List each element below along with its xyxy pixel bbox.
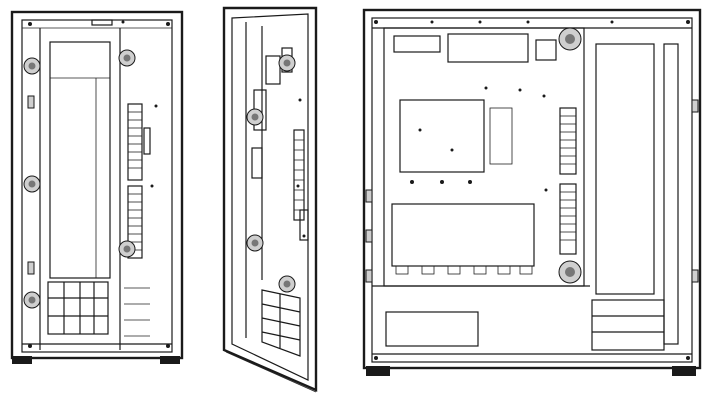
front-connector-strip-bottom — [559, 183, 577, 255]
side-drive-cage — [261, 289, 301, 357]
drive-cage — [47, 281, 109, 335]
fan-mount-marker-icon — [23, 57, 41, 75]
screw-hole-icon — [374, 20, 690, 360]
fan-mount-marker-icon — [118, 240, 136, 258]
foot-right — [672, 366, 696, 376]
rear-inner-frame — [21, 19, 173, 353]
fan-mount-marker-icon — [118, 49, 136, 67]
front-frame — [362, 8, 702, 370]
fan-mount-marker-icon — [246, 108, 264, 126]
front-vertical-slot — [595, 43, 655, 295]
connector-strip-top — [127, 103, 143, 181]
open-side-view — [222, 6, 318, 393]
fan-mount-marker-icon — [246, 234, 264, 252]
front-side-view — [362, 8, 702, 376]
screw-hole-icon — [28, 20, 170, 348]
fan-mount-marker-icon — [278, 54, 296, 72]
side-frame — [222, 6, 318, 392]
drive-bay — [591, 299, 665, 351]
foot-left — [366, 366, 390, 376]
fan-mount-marker-icon — [558, 27, 582, 51]
fan-mount-marker-icon — [278, 275, 296, 293]
rear-frame — [10, 10, 184, 360]
front-connector-strip-top — [559, 107, 577, 175]
rear-view — [10, 10, 184, 364]
expansion-window — [49, 41, 111, 279]
foot-left — [12, 356, 32, 364]
cpu-cutout — [399, 99, 485, 173]
foot-right — [160, 356, 180, 364]
psu-shroud-window — [385, 311, 479, 347]
screw-hole-icon — [296, 98, 306, 238]
connector-strip-bottom — [127, 185, 143, 259]
lower-cutout — [391, 203, 535, 267]
fan-mount-marker-icon — [23, 291, 41, 309]
fan-mount-marker-icon — [558, 260, 582, 284]
side-connector-strip — [293, 129, 305, 221]
fan-mount-marker-icon — [23, 175, 41, 193]
